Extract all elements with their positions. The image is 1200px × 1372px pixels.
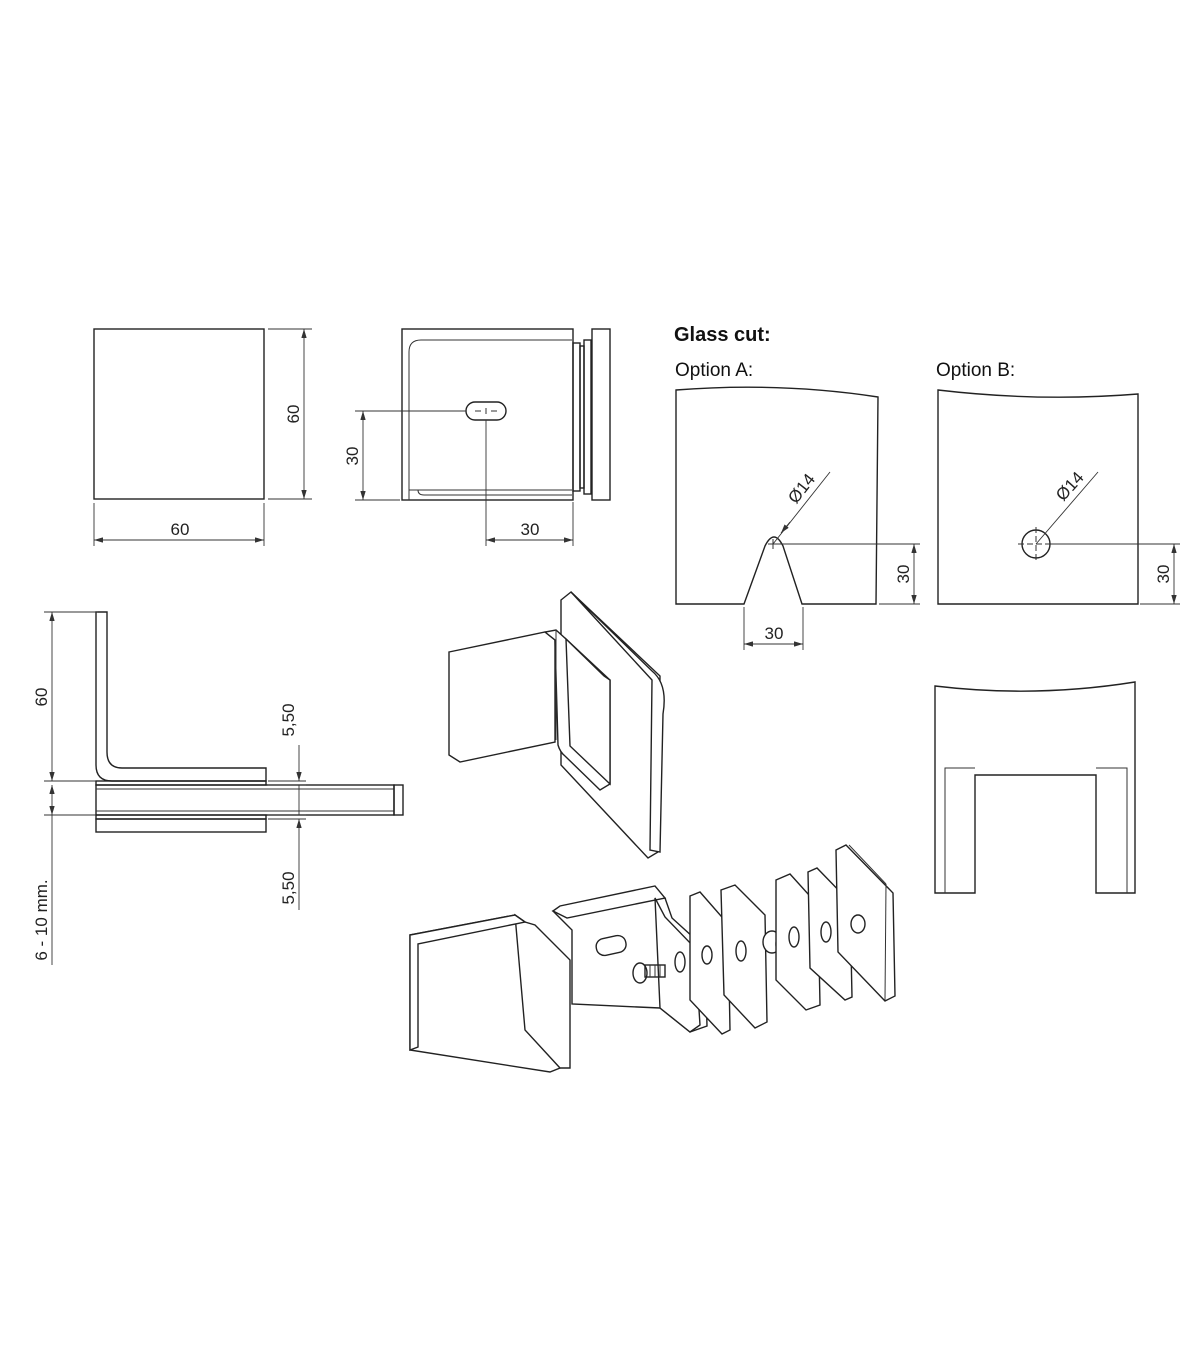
section-height-label: 60 <box>32 688 51 707</box>
assembled-iso-view <box>448 591 665 859</box>
pad-top-label: 5,50 <box>279 703 298 736</box>
option-a-label: Option A: <box>675 360 753 381</box>
glass-range-label: 6 - 10 mm. <box>32 879 51 960</box>
option-b-label: Option B: <box>936 360 1015 381</box>
front-view: 60 60 <box>93 328 312 546</box>
option-b-diameter-label: Ø14 <box>1052 468 1088 505</box>
pad-bottom-label: 5,50 <box>279 871 298 904</box>
front-width-label: 60 <box>171 520 190 539</box>
option-a-width-label: 30 <box>765 624 784 643</box>
option-a-height-label: 30 <box>894 565 913 584</box>
front-height-label: 60 <box>284 405 303 424</box>
side-view: 30 30 <box>343 328 611 546</box>
glass-cut-heading: Glass cut: <box>674 324 771 346</box>
exploded-iso-view <box>409 844 896 1073</box>
section-view: 60 6 - 10 mm. 5,50 5,50 <box>32 611 404 965</box>
side-hole-height-label: 30 <box>343 447 362 466</box>
option-a-diameter-label: Ø14 <box>784 470 819 507</box>
side-hole-offset-label: 30 <box>521 520 540 539</box>
option-b-height-label: 30 <box>1154 565 1173 584</box>
notch-glass <box>934 681 1136 894</box>
option-b-glass: Ø14 30 <box>937 389 1180 605</box>
option-a-glass: Ø14 30 30 <box>675 386 920 650</box>
